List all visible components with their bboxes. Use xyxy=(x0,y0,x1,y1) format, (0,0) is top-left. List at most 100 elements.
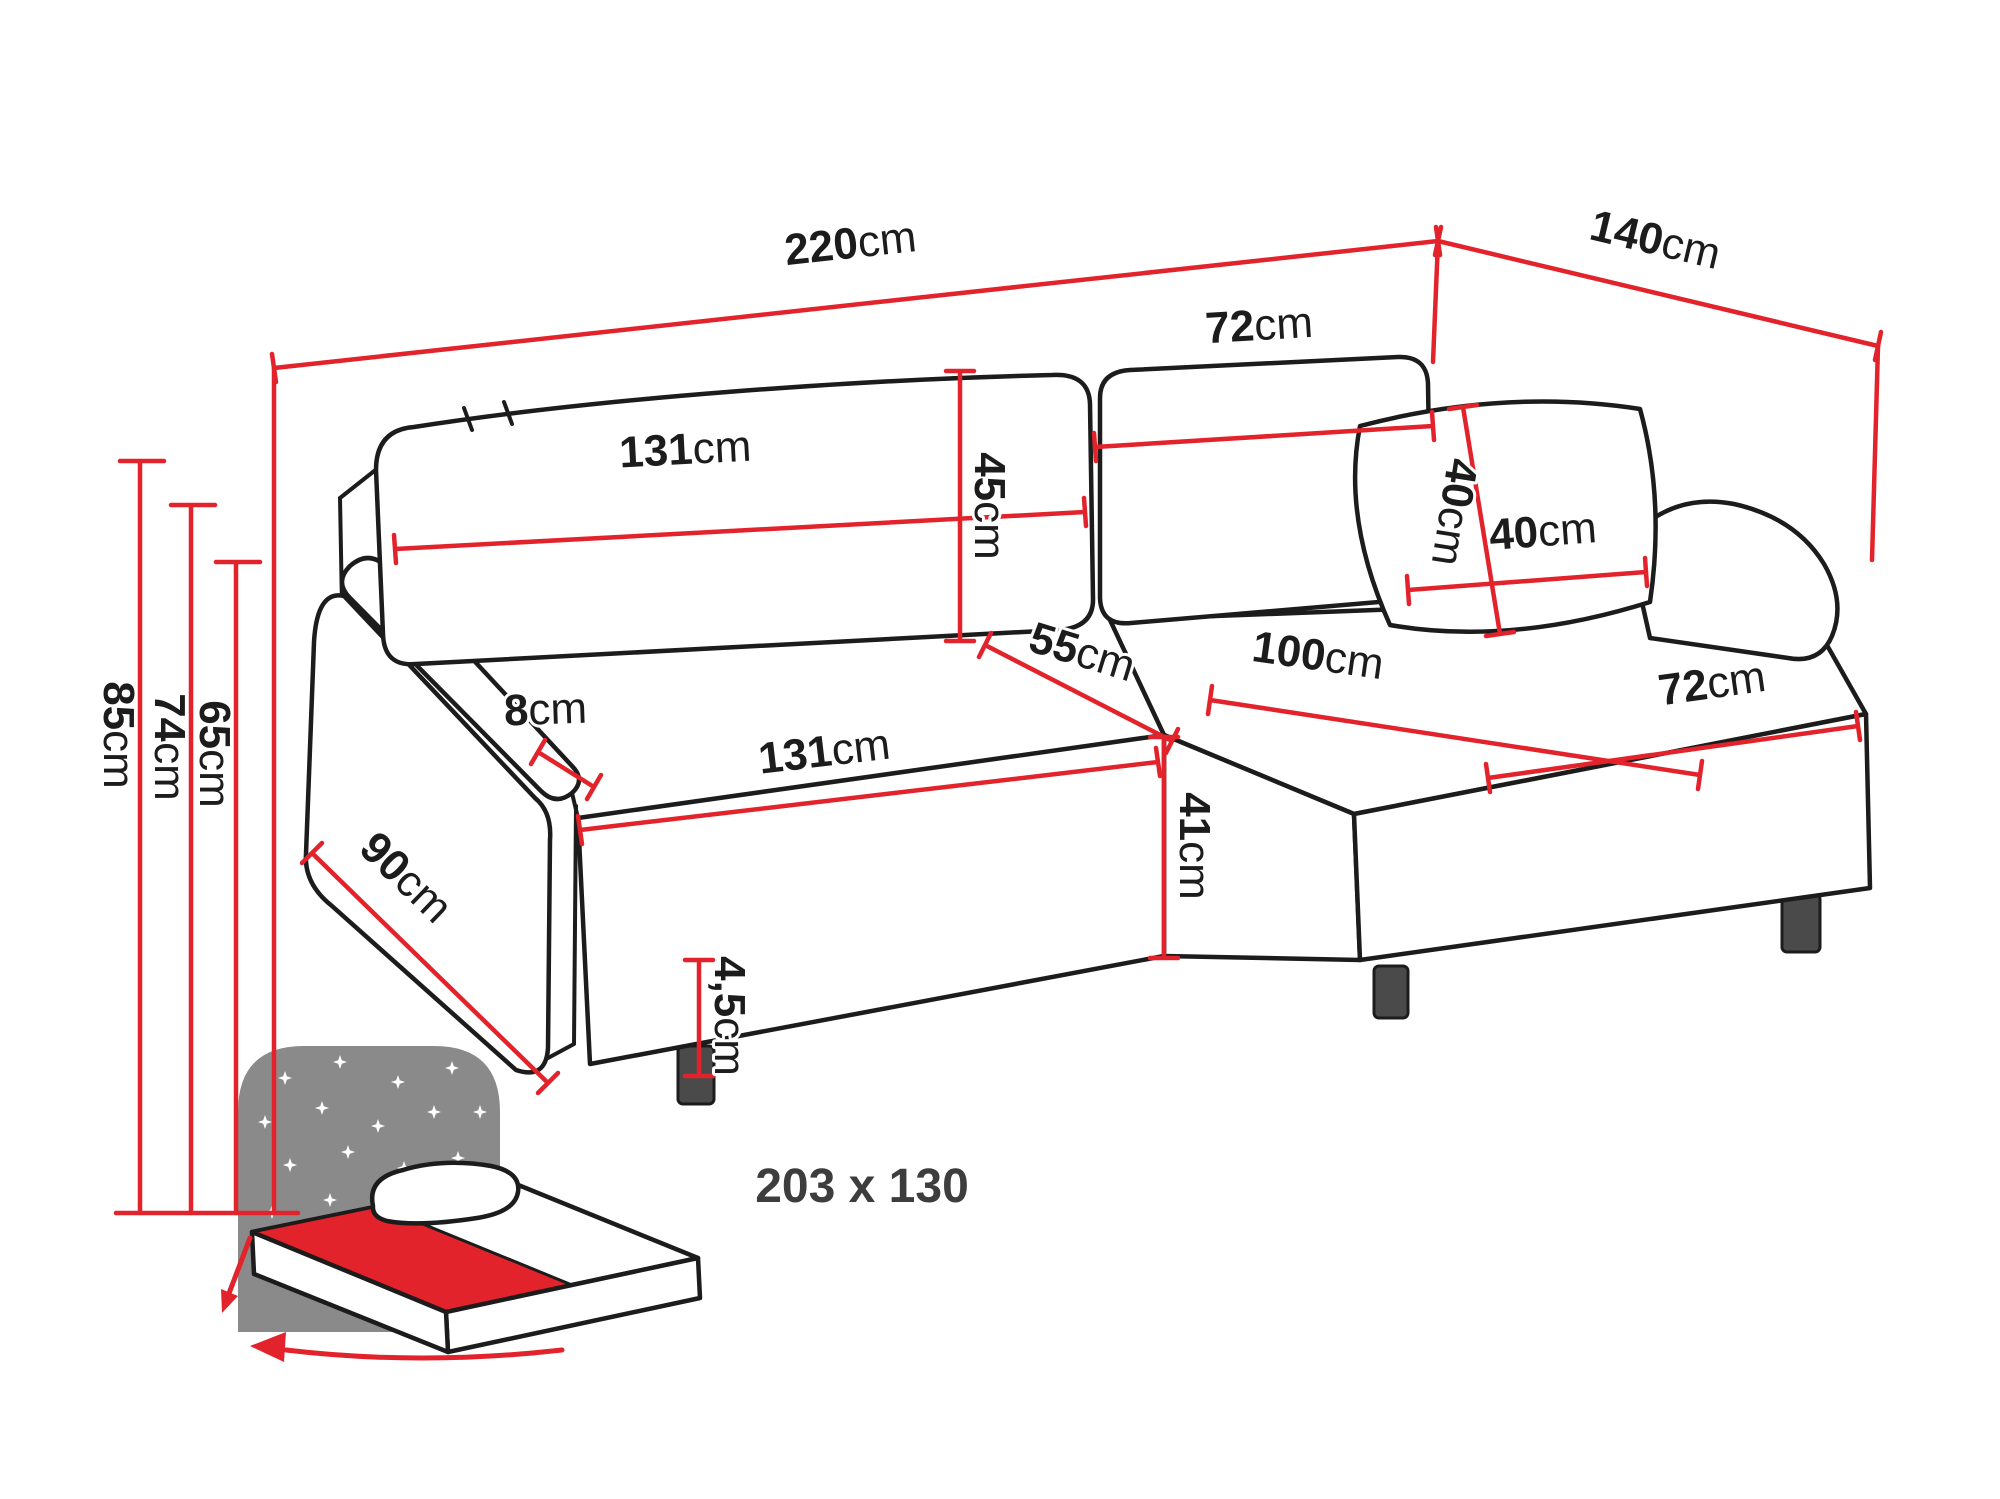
dimension-annotations: 220cm 140cm 85cm 74cm 65cm 72cm 131cm xyxy=(91,198,1884,1216)
sofa-leg-chaise-right xyxy=(1780,892,1822,954)
dimension-unit: cm xyxy=(145,742,194,801)
extension-line-right xyxy=(1869,343,1881,563)
dimension-total-depth: 140cm xyxy=(1432,198,1884,363)
dimension-line xyxy=(1483,709,1863,795)
dimension-back-cushion-right: 72cm xyxy=(1091,295,1437,464)
dimension-label: 72cm xyxy=(1204,298,1314,353)
decorative-pillow xyxy=(1352,399,1658,634)
dimension-label: 45cm xyxy=(965,452,1014,560)
cushion-stitch-marks xyxy=(462,400,514,432)
dimension-line xyxy=(1446,402,1517,639)
dimension-unit: cm xyxy=(1657,218,1725,279)
dimension-unit: cm xyxy=(829,720,893,776)
dimension-line xyxy=(213,559,263,1216)
dimension-label: 65cm xyxy=(190,700,239,808)
dimension-unit: cm xyxy=(1536,503,1598,556)
dimension-chaise-width: 72cm xyxy=(1483,649,1863,795)
dimension-line xyxy=(1404,555,1650,607)
dimension-line xyxy=(1205,683,1705,792)
dimension-line xyxy=(391,495,1089,566)
dimension-label: 40cm xyxy=(1422,455,1487,569)
dimension-pillow-width: 40cm xyxy=(1404,500,1650,607)
dimension-value: 45 xyxy=(965,452,1014,501)
dimension-value: 220 xyxy=(782,218,860,275)
dimension-total-width: 220 cm xyxy=(269,209,1443,385)
dimension-line xyxy=(976,630,1181,756)
dimension-line xyxy=(528,737,604,802)
dimension-label: 8cm xyxy=(503,684,588,736)
dimension-unit: cm xyxy=(965,501,1014,560)
sleeping-function-icon xyxy=(221,1046,703,1362)
dimension-unit: cm xyxy=(1253,298,1315,350)
armrest-side-panel xyxy=(303,593,553,1075)
dimension-line xyxy=(299,840,561,1096)
dimension-value: 8 xyxy=(503,686,529,736)
dimension-value: 72 xyxy=(1204,301,1256,353)
dimension-value: 72 xyxy=(1655,660,1710,715)
dimension-line xyxy=(117,458,167,1216)
dimension-label: 4,5cm xyxy=(705,956,754,1076)
dimension-label: 85cm xyxy=(94,681,143,789)
dimension-label: 40cm xyxy=(1487,503,1598,560)
dimension-unit: cm xyxy=(691,422,752,474)
dimension-overall-height: 85cm xyxy=(91,458,167,1216)
dimension-pillow-height: 40cm xyxy=(1419,402,1517,639)
armrest-front-edge xyxy=(546,791,580,1060)
dimension-seat-back-height: 65cm xyxy=(187,559,263,1216)
dimension-leg-height: 4,5cm xyxy=(682,953,757,1079)
dimension-line xyxy=(1147,734,1181,961)
dimension-unit: cm xyxy=(94,730,143,789)
dimension-value: 131 xyxy=(756,726,835,783)
mattress-front-left-face xyxy=(249,1229,451,1355)
unfold-arrow-bottom-head xyxy=(250,1332,286,1362)
dimension-unit: cm xyxy=(528,684,588,735)
dimension-seat-width: 131cm xyxy=(575,717,1163,847)
dimension-value: 65 xyxy=(190,700,239,749)
dimension-unit: cm xyxy=(1422,504,1480,570)
dimension-label: 131cm xyxy=(756,720,893,784)
dimension-line xyxy=(943,368,977,644)
dimension-label: 74cm xyxy=(145,693,194,801)
bed-size-label: 203 x 130 xyxy=(755,1160,969,1213)
dimension-armrest-height: 74cm xyxy=(142,502,218,1216)
unfold-arrow-left-head xyxy=(221,1289,238,1313)
unfold-arrow-left xyxy=(225,1235,253,1299)
dimension-unit: cm xyxy=(1704,652,1769,709)
dimension-value: 4,5 xyxy=(705,956,754,1017)
right-armrest xyxy=(1625,499,1840,662)
dimension-armrest-depth: 90cm xyxy=(299,820,561,1096)
dimension-unit: cm xyxy=(190,749,239,808)
backrest-cushion-left xyxy=(373,372,1096,667)
dimension-backrest-height: 45cm xyxy=(943,368,1017,644)
sofa-drawing xyxy=(303,354,1873,1106)
dimension-value: 85 xyxy=(94,681,143,730)
dimension-value: 100 xyxy=(1249,622,1329,681)
dimension-armrest-width: 8cm xyxy=(500,681,604,802)
dimension-value: 140 xyxy=(1585,201,1668,266)
dimension-label: 131cm xyxy=(618,422,752,478)
dimension-value: 131 xyxy=(618,425,694,478)
sofa-leg-chaise-left xyxy=(1372,964,1410,1020)
dimension-unit: cm xyxy=(1322,632,1387,689)
dimension-back-cushion-left: 131cm xyxy=(391,419,1089,566)
dimension-label: 220cm xyxy=(782,212,919,275)
dimension-value: 74 xyxy=(145,693,194,742)
dimension-line xyxy=(1091,409,1437,464)
dimension-line xyxy=(168,502,218,1216)
dimension-label: 41cm xyxy=(1170,792,1219,900)
icon-pillow xyxy=(369,1160,521,1226)
dimension-value: 41 xyxy=(1170,792,1219,841)
dimension-line xyxy=(575,745,1163,847)
dimension-label: 140cm xyxy=(1585,201,1725,279)
extension-line-corner xyxy=(1430,238,1441,365)
dimension-unit: cm xyxy=(705,1017,754,1076)
unfold-arrow-bottom xyxy=(283,1347,565,1361)
dimension-seat-height: 41cm xyxy=(1147,734,1222,961)
dimension-label: 72cm xyxy=(1655,652,1768,715)
seat-front-face xyxy=(575,732,1167,1067)
dimension-line xyxy=(682,957,716,1079)
dimension-line xyxy=(1432,224,1884,363)
dimension-value: 40 xyxy=(1431,455,1487,511)
